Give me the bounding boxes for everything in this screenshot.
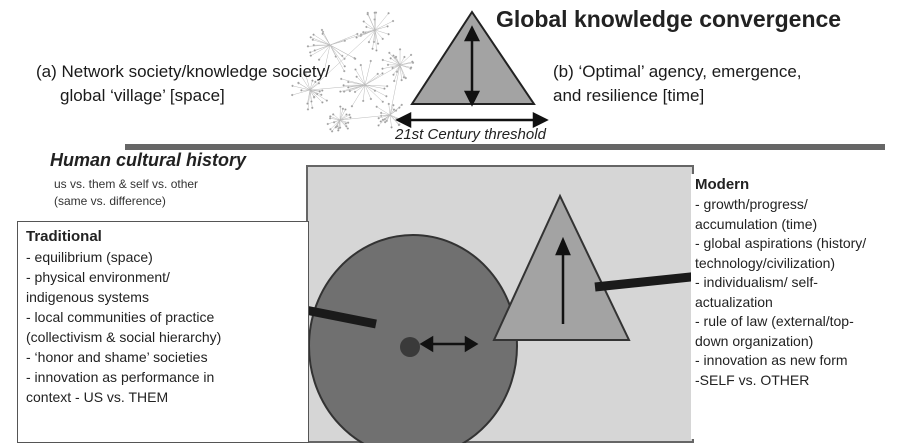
traditional-item: - equilibrium (space) — [26, 249, 153, 265]
modern-item: - innovation as new form — [695, 352, 848, 368]
heading-agency-line-2: and resilience [time] — [553, 86, 705, 105]
traditional-heading: Traditional — [26, 228, 102, 245]
diagram-title: Global knowledge convergence — [496, 6, 842, 32]
history-note-line-2: (same vs. difference) — [54, 194, 166, 208]
modern-item: - rule of law (external/top- — [695, 313, 854, 329]
heading-network-society: (a) Network society/knowledge society/ g… — [36, 60, 330, 108]
threshold-label: 21st Century threshold — [395, 126, 546, 143]
traditional-item: - local communities of practice — [26, 309, 215, 325]
modern-item: -SELF vs. OTHER — [695, 371, 810, 388]
main-diagram — [269, 193, 701, 443]
upward-arrow — [555, 236, 571, 324]
traditional-item: - ‘honor and shame’ societies — [26, 349, 208, 365]
modern-heading: Modern — [695, 176, 750, 193]
history-heading: Human cultural history — [50, 150, 247, 170]
modern-item: accumulation (time) — [695, 215, 818, 232]
modern-box: Modern - growth/progress/ accumulation (… — [691, 174, 899, 439]
traditional-list: - equilibrium (space) - physical environ… — [26, 247, 308, 407]
modern-item: technology/civilization) — [695, 254, 836, 271]
heading-agency-line-1: (b) ‘Optimal’ agency, emergence, — [553, 62, 802, 81]
modern-item: - individualism/ self- — [695, 274, 818, 290]
top-diagram — [125, 10, 885, 150]
network-graph-image — [291, 11, 415, 133]
horizontal-double-arrow — [395, 111, 549, 129]
modern-item: - global aspirations (history/ — [695, 235, 867, 251]
history-note: us vs. them & self vs. other (same vs. d… — [54, 176, 198, 210]
traditional-item: - innovation as performance in — [26, 369, 215, 385]
modern-triangle — [492, 193, 631, 341]
modern-list: - growth/progress/ accumulation (time) -… — [695, 195, 899, 390]
history-note-line-1: us vs. them & self vs. other — [54, 177, 199, 191]
heading-network-line-2: global ‘village’ [space] — [60, 86, 225, 105]
heading-optimal-agency: (b) ‘Optimal’ agency, emergence, and res… — [553, 60, 802, 108]
modern-connector — [594, 271, 701, 292]
traditional-item: (collectivism & social hierarchy) — [26, 329, 222, 345]
traditional-item: context - US vs. THEM — [26, 389, 169, 405]
traditional-item: indigenous systems — [26, 289, 149, 305]
modern-item: actualization — [695, 293, 773, 310]
vertical-double-arrow — [463, 25, 481, 107]
modern-item: down organization) — [695, 332, 814, 349]
circle-double-arrow — [419, 335, 479, 353]
traditional-box: Traditional - equilibrium (space) - phys… — [17, 221, 309, 443]
center-dot — [400, 337, 420, 357]
modern-item: - growth/progress/ — [695, 196, 808, 212]
traditional-item: - physical environment/ — [26, 269, 170, 285]
heading-network-line-1: (a) Network society/knowledge society/ — [36, 62, 330, 81]
